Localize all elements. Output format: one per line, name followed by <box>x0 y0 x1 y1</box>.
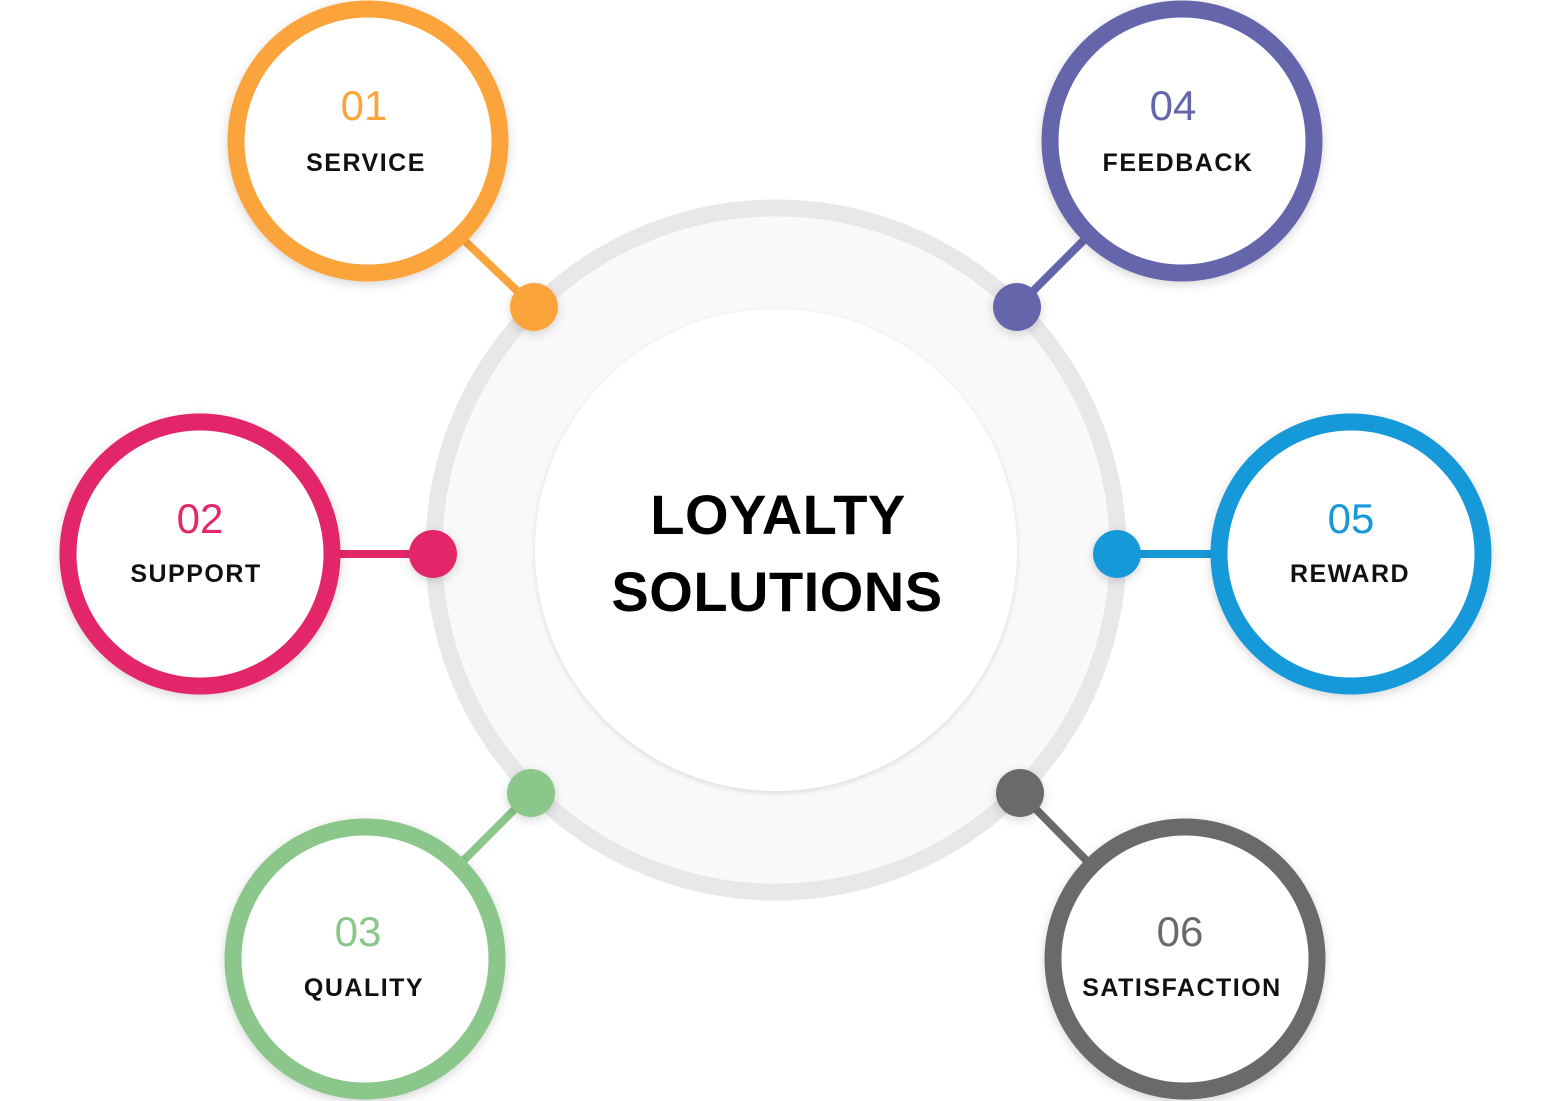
center-title-line-1: LOYALTY <box>650 483 906 546</box>
node-label-03: QUALITY <box>304 974 424 1002</box>
node-number-06: 06 <box>1157 908 1204 955</box>
connector-dot-03 <box>507 769 555 817</box>
connector-dot-01 <box>510 283 558 331</box>
node-label-04: FEEDBACK <box>1103 149 1254 177</box>
node-ring-02 <box>59 413 341 695</box>
connector-dot-04 <box>993 283 1041 331</box>
center-hub: LOYALTY SOLUTIONS <box>425 199 1127 901</box>
node-04: 04 FEEDBACK <box>1041 0 1323 282</box>
node-ring-01 <box>227 0 509 282</box>
node-number-01: 01 <box>341 82 388 129</box>
node-ring-06 <box>1044 818 1326 1100</box>
node-label-05: REWARD <box>1290 560 1410 588</box>
center-inner-disc <box>535 309 1017 791</box>
node-label-02: SUPPORT <box>130 560 261 588</box>
node-01: 01 SERVICE <box>227 0 509 282</box>
center-title-line-2: SOLUTIONS <box>611 560 942 623</box>
connector-dot-06 <box>996 769 1044 817</box>
node-05: 05 REWARD <box>1210 413 1492 695</box>
node-number-02: 02 <box>177 495 224 542</box>
node-02: 02 SUPPORT <box>59 413 341 695</box>
node-number-05: 05 <box>1328 495 1375 542</box>
node-ring-05 <box>1210 413 1492 695</box>
node-03: 03 QUALITY <box>224 818 506 1100</box>
node-number-04: 04 <box>1150 82 1197 129</box>
connector-dots <box>409 283 1141 817</box>
node-label-01: SERVICE <box>306 149 426 177</box>
node-06: 06 SATISFACTION <box>1044 818 1326 1100</box>
connector-dot-05 <box>1093 530 1141 578</box>
connector-dot-02 <box>409 530 457 578</box>
node-label-06: SATISFACTION <box>1082 974 1281 1002</box>
node-ring-03 <box>224 818 506 1100</box>
node-ring-04 <box>1041 0 1323 282</box>
node-number-03: 03 <box>335 908 382 955</box>
